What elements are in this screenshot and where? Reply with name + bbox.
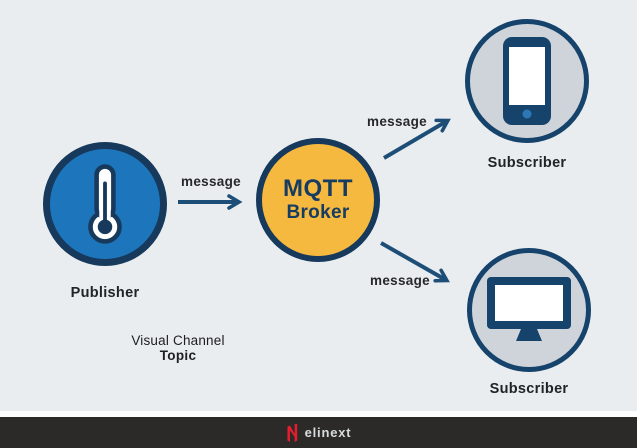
- subscriber-bottom-node: [467, 248, 591, 372]
- elinext-logo-icon: [286, 423, 299, 442]
- smartphone-icon: [503, 37, 551, 125]
- message-label-broker-subscriber-top: message: [367, 114, 427, 129]
- message-label-publisher-broker: message: [181, 174, 241, 189]
- thermometer-icon: [81, 162, 129, 246]
- caption-line2: Topic: [159, 348, 197, 363]
- message-label-broker-subscriber-bottom: message: [370, 273, 430, 288]
- subscriber-top-node: [465, 19, 589, 143]
- subscriber-bottom-label: Subscriber: [489, 381, 569, 397]
- monitor-icon: [487, 277, 571, 343]
- footer-bar: elinext: [0, 417, 637, 448]
- elinext-brand-text: elinext: [304, 425, 352, 440]
- publisher-node: [43, 142, 167, 266]
- caption: Visual Channel Topic: [131, 333, 224, 363]
- broker-title: MQTT: [283, 175, 353, 203]
- subscriber-top-label: Subscriber: [487, 155, 567, 171]
- mqtt-broker-node: MQTT Broker: [256, 138, 380, 262]
- elinext-brand: elinext: [286, 423, 352, 442]
- caption-line1: Visual Channel: [131, 333, 225, 348]
- broker-subtitle: Broker: [286, 201, 350, 223]
- publisher-label: Publisher: [70, 285, 140, 301]
